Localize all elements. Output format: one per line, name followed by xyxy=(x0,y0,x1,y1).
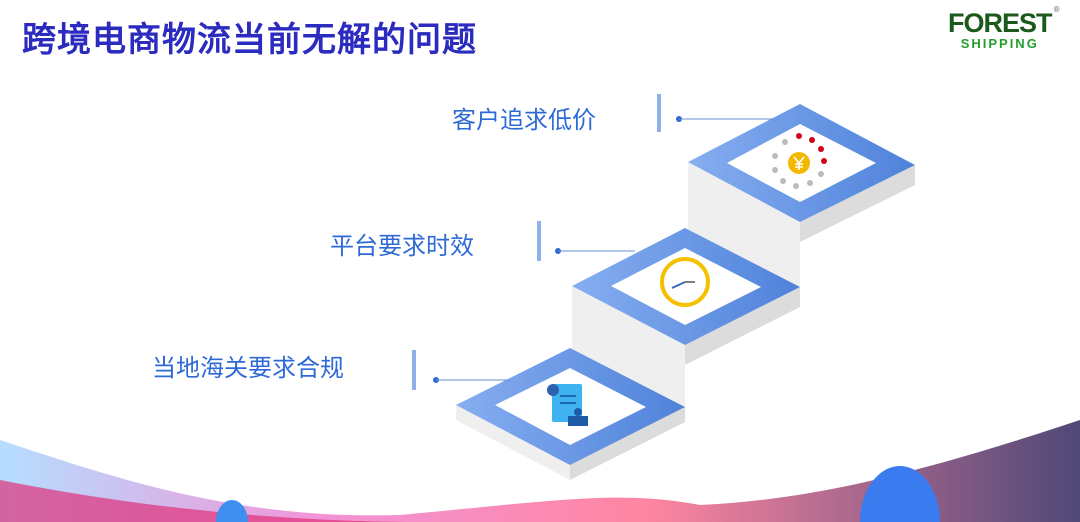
connector-2 xyxy=(537,221,635,261)
clock-icon xyxy=(660,257,710,307)
step-block-top xyxy=(688,104,915,300)
forest-shipping-logo: FOREST SHIPPING ® xyxy=(948,5,1060,51)
decor-wave-accent xyxy=(0,480,420,522)
step-label-customs-compliance: 当地海关要求合规 xyxy=(152,354,344,382)
certificate-icon xyxy=(547,384,588,426)
decor-sphere xyxy=(860,466,940,522)
step-label-low-price: 客户追求低价 xyxy=(452,106,596,134)
connector-1 xyxy=(657,94,775,132)
page-title: 跨境电商物流当前无解的问题 xyxy=(22,20,477,60)
decor-wave xyxy=(0,420,1080,522)
decor-sphere-small xyxy=(216,500,248,522)
step-label-timeliness: 平台要求时效 xyxy=(330,232,474,260)
connector-3 xyxy=(412,350,510,390)
yen-coin-icon xyxy=(772,133,827,189)
